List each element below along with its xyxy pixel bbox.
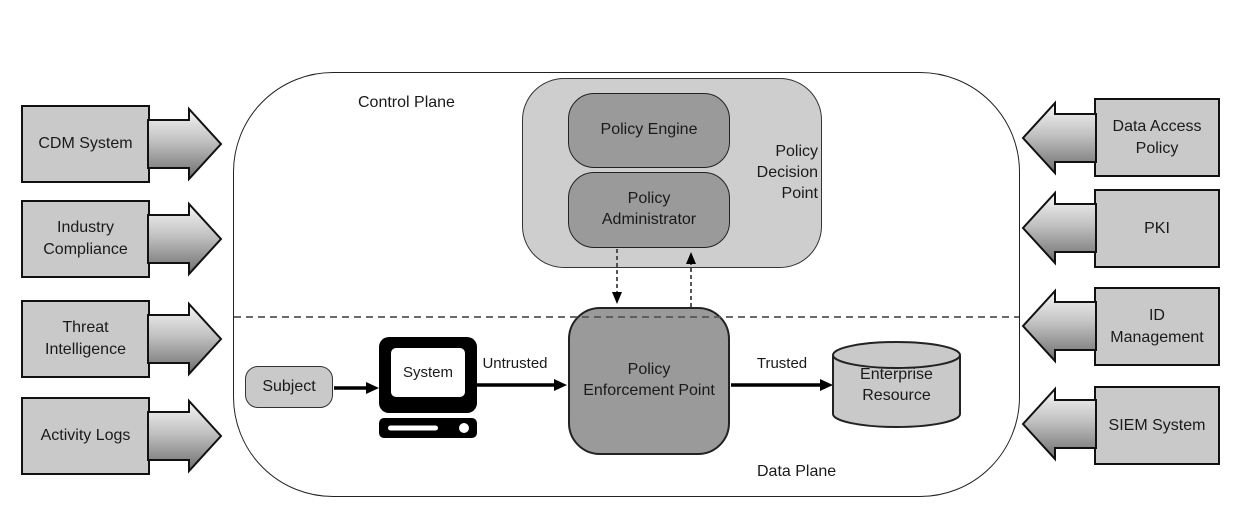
block-arrow-siem-system xyxy=(1021,386,1097,462)
input-box-label: CDM System xyxy=(38,135,133,153)
block-arrow-id-management xyxy=(1021,288,1097,364)
input-box-label: SIEM System xyxy=(1108,416,1206,434)
input-box-data-access-policy: Data Access Policy xyxy=(1094,98,1220,177)
enterprise-resource-label: Enterprise Resource xyxy=(860,366,933,404)
policy-administrator-label: Policy Administrator xyxy=(601,190,697,228)
untrusted-flow-label: Untrusted xyxy=(482,355,548,372)
subject-label: Subject xyxy=(262,378,316,395)
system-label: System xyxy=(402,364,453,381)
input-box-label: Data Access Policy xyxy=(1112,117,1202,157)
input-box-label: PKI xyxy=(1144,219,1170,237)
subject-box: Subject xyxy=(245,366,333,408)
policy-engine-label: Policy Engine xyxy=(600,121,698,139)
block-arrow-pki xyxy=(1021,190,1097,266)
block-arrow-activity-logs xyxy=(147,398,223,474)
input-box-threat-intelligence: Threat Intelligence xyxy=(21,300,150,378)
data-plane-label: Data Plane xyxy=(757,463,837,480)
input-box-activity-logs: Activity Logs xyxy=(21,397,150,475)
input-box-id-management: ID Management xyxy=(1094,287,1220,366)
input-box-industry-compliance: Industry Compliance xyxy=(21,200,150,278)
input-box-label: ID Management xyxy=(1110,306,1204,346)
policy-enforcement-point-box: Policy Enforcement Point xyxy=(568,307,730,455)
input-box-cdm-system: CDM System xyxy=(21,105,150,183)
block-arrow-threat-intelligence xyxy=(147,301,223,377)
block-arrow-cdm-system xyxy=(147,106,223,182)
policy-engine-box: Policy Engine xyxy=(568,93,730,168)
input-box-siem-system: SIEM System xyxy=(1094,386,1220,465)
input-box-label: Activity Logs xyxy=(40,427,131,445)
policy-enforcement-point-label: Policy Enforcement Point xyxy=(583,361,715,399)
policy-administrator-box: Policy Administrator xyxy=(568,172,730,248)
block-arrow-industry-compliance xyxy=(147,201,223,277)
trusted-flow-label: Trusted xyxy=(756,355,808,372)
policy-decision-point-label: Policy Decision Point xyxy=(756,143,818,202)
control-plane-label: Control Plane xyxy=(358,94,455,111)
input-box-pki: PKI xyxy=(1094,189,1220,268)
input-box-label: Industry Compliance xyxy=(43,219,128,258)
block-arrow-data-access-policy xyxy=(1021,100,1097,176)
input-box-label: Threat Intelligence xyxy=(45,319,126,358)
